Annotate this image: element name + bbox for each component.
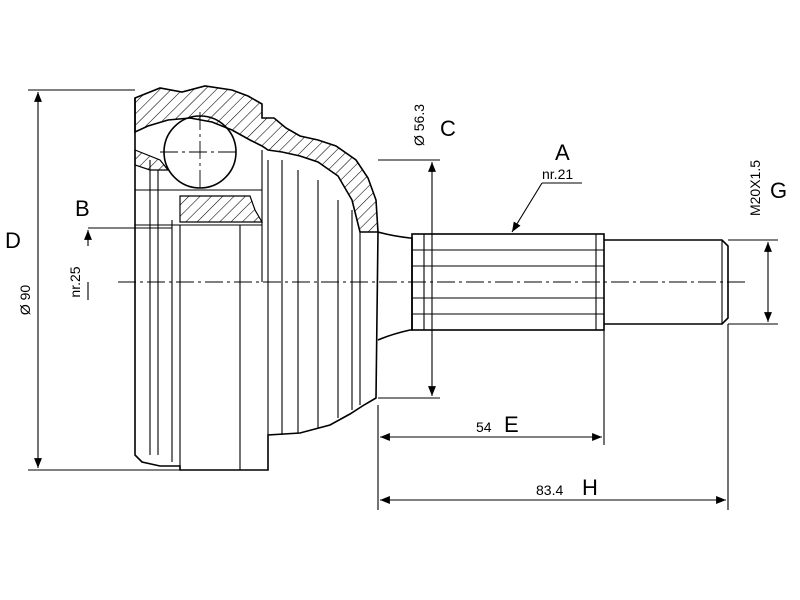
- dimension-g: [728, 239, 778, 325]
- housing: [134, 85, 379, 471]
- label-d: D: [5, 228, 21, 253]
- dimension-d: [28, 89, 180, 471]
- label-a: A: [555, 140, 570, 165]
- label-c: C: [440, 116, 456, 141]
- label-e: E: [504, 412, 519, 437]
- dimension-e: [377, 330, 605, 510]
- dimension-h: [380, 324, 729, 510]
- housing-outline: [134, 98, 379, 471]
- label-h: H: [582, 475, 598, 500]
- total-length-value: 83.4: [536, 482, 563, 498]
- dimension-c: [378, 159, 440, 399]
- stub-shaft: [377, 231, 729, 341]
- inner-spline-count: nr.25: [67, 266, 83, 297]
- housing-hatched-section: [134, 85, 379, 233]
- inner-race-hatched: [179, 195, 264, 223]
- outer-spline-count: nr.21: [542, 166, 573, 182]
- thread-value: M20X1.5: [747, 160, 763, 216]
- leader-a: [511, 182, 582, 233]
- outer-diameter-value: Ø 90: [17, 285, 33, 316]
- label-b: B: [75, 196, 90, 221]
- seal-diameter-value: Ø 56.3: [411, 104, 427, 146]
- dimension-b: [84, 227, 172, 300]
- label-g: G: [770, 178, 787, 203]
- spline-length-value: 54: [476, 419, 492, 435]
- ball: [160, 112, 240, 192]
